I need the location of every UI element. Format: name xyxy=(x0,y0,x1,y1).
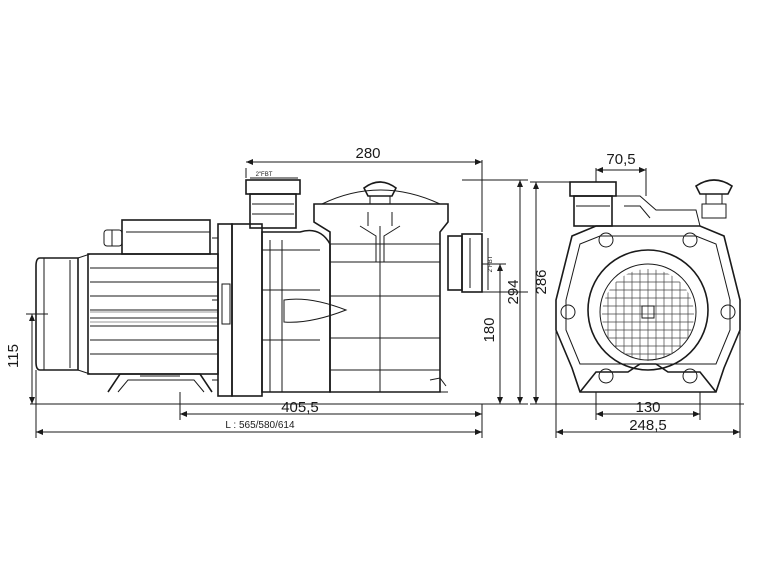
terminal-box xyxy=(103,219,211,255)
front-inlet xyxy=(569,181,701,227)
dim-130-label: 130 xyxy=(635,399,660,416)
dim-405-label: 405,5 xyxy=(281,399,319,416)
front-knob xyxy=(694,179,734,219)
dim-length-label: L : 565/580/614 xyxy=(225,420,295,431)
outlet-pipe xyxy=(447,233,483,293)
dim-115-label: 115 xyxy=(5,344,22,368)
dim-fbt-top-label: 2"FBT xyxy=(256,172,273,178)
bolt-holes xyxy=(560,232,736,384)
dim-248-label: 248,5 xyxy=(629,417,667,434)
motor-foot xyxy=(107,373,213,393)
side-dimension-lines xyxy=(26,159,528,438)
dim-70-label: 70,5 xyxy=(606,151,635,168)
side-view: 280 2"FBT 2"FBT 294 180 115 405,5 L : 56… xyxy=(5,145,528,438)
motor-end-cap xyxy=(35,253,91,375)
strainer-housing xyxy=(300,189,449,393)
front-base xyxy=(579,363,717,404)
motor-grille xyxy=(587,249,709,371)
dim-fbt-side-label: 2"FBT xyxy=(488,255,494,272)
front-dimension-lines xyxy=(530,167,744,438)
motor-body xyxy=(87,253,219,375)
lid-knob xyxy=(362,181,398,205)
pump-housing xyxy=(261,229,348,393)
dim-286-label: 286 xyxy=(533,269,550,294)
dim-294-label: 294 xyxy=(505,279,522,304)
inlet-pipe xyxy=(245,179,301,232)
front-view: 70,5 286 130 248,5 xyxy=(530,151,744,438)
motor-flange xyxy=(212,223,263,397)
dim-280-label: 280 xyxy=(355,145,380,162)
dim-180-label: 180 xyxy=(481,317,498,342)
